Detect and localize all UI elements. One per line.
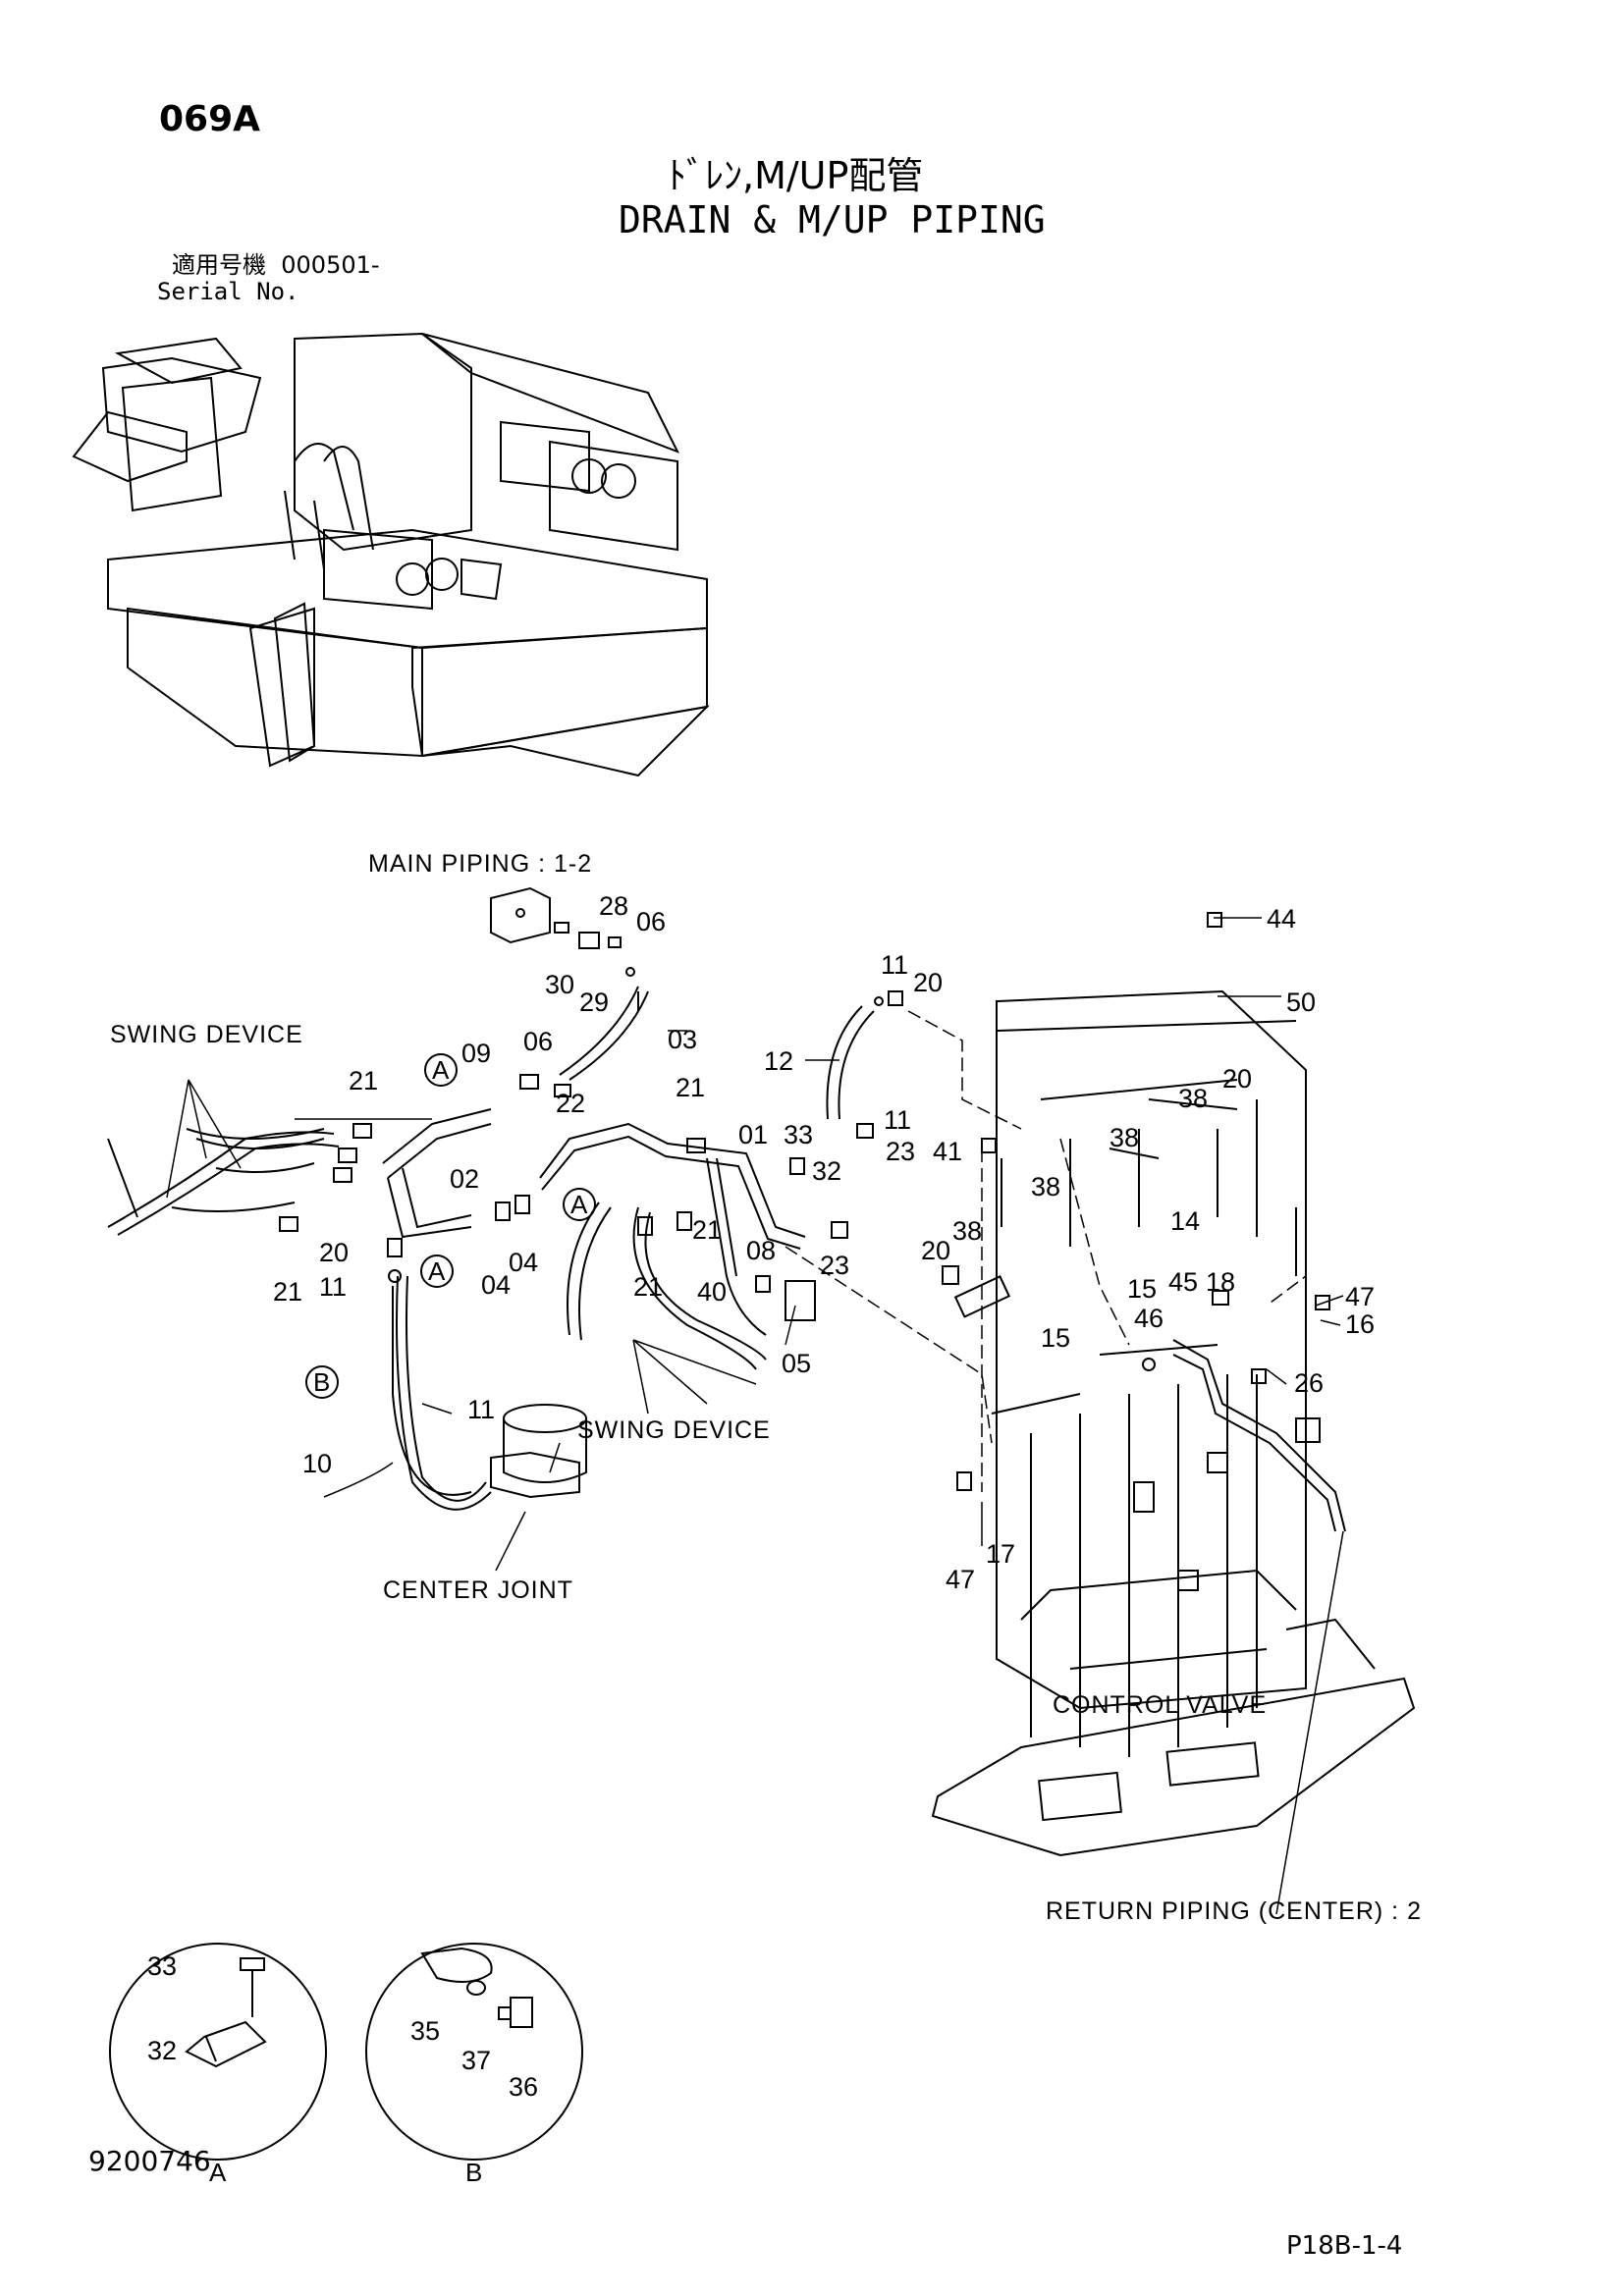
page-code: 069A bbox=[159, 99, 261, 139]
manifold-block bbox=[490, 886, 551, 944]
fittings bbox=[279, 912, 1330, 1491]
part-50: 50 bbox=[1286, 988, 1316, 1017]
part-23-bottom: 23 bbox=[820, 1251, 849, 1280]
serial-value: 000501- bbox=[281, 251, 380, 279]
part-23-top: 23 bbox=[886, 1137, 915, 1166]
part-21-d: 21 bbox=[633, 1272, 663, 1302]
part-05: 05 bbox=[782, 1349, 811, 1378]
title-english: DRAIN & M/UP PIPING bbox=[619, 198, 1046, 241]
part-21-e: 21 bbox=[273, 1277, 302, 1307]
projection-lines bbox=[785, 1010, 1307, 1492]
part-32-detail: 32 bbox=[147, 2036, 177, 2065]
part-16: 16 bbox=[1345, 1309, 1375, 1339]
hose-b-pipe bbox=[392, 1286, 472, 1496]
part-40: 40 bbox=[697, 1277, 727, 1307]
serial-label-english: Serial No. bbox=[157, 278, 299, 305]
part-11-top: 11 bbox=[881, 950, 908, 980]
part-21-b: 21 bbox=[676, 1073, 705, 1102]
part-41: 41 bbox=[933, 1137, 962, 1166]
title-japanese: ﾄﾞﾚﾝ,M/UP配管 bbox=[668, 154, 924, 197]
part-45: 45 bbox=[1168, 1267, 1198, 1297]
part-30: 30 bbox=[545, 970, 574, 999]
part-36: 36 bbox=[509, 2072, 538, 2102]
center-joint-part bbox=[490, 1404, 587, 1499]
part-35: 35 bbox=[410, 2016, 440, 2046]
part-01: 01 bbox=[738, 1120, 768, 1149]
part-33-main: 33 bbox=[784, 1120, 813, 1149]
part-38-d: 38 bbox=[952, 1216, 982, 1246]
callout-main-piping: MAIN PIPING : 1-2 bbox=[368, 850, 592, 878]
page-reference: P18B-1-4 bbox=[1286, 2231, 1403, 2261]
part-29: 29 bbox=[579, 988, 609, 1017]
serial-label-jp: 適用号機 bbox=[172, 251, 266, 279]
part-06-top: 06 bbox=[636, 907, 666, 936]
leader-lines bbox=[166, 917, 1344, 1915]
part-11-lower: 11 bbox=[319, 1272, 347, 1302]
detail-circle-b bbox=[365, 1943, 583, 2161]
detail-a-label: A bbox=[209, 2158, 227, 2187]
part-15-a: 15 bbox=[1127, 1274, 1157, 1304]
drawing-number: 9200746 bbox=[88, 2145, 211, 2177]
part-02: 02 bbox=[450, 1164, 479, 1194]
part-37: 37 bbox=[461, 2046, 491, 2075]
part-32-main: 32 bbox=[812, 1156, 841, 1186]
callout-return-piping: RETURN PIPING (CENTER) : 2 bbox=[1046, 1897, 1422, 1925]
part-33-detail: 33 bbox=[147, 1951, 177, 1981]
part-46: 46 bbox=[1134, 1304, 1164, 1333]
serial-label-japanese: 適用号機 000501- bbox=[172, 253, 380, 277]
part-12: 12 bbox=[764, 1046, 793, 1076]
marker-b: B bbox=[313, 1367, 330, 1397]
callout-swing-device-left: SWING DEVICE bbox=[110, 1021, 303, 1048]
part-38-a: 38 bbox=[1178, 1084, 1208, 1113]
part-20-right: 20 bbox=[1222, 1064, 1252, 1094]
part-11-mid: 11 bbox=[884, 1105, 911, 1135]
part-44: 44 bbox=[1267, 904, 1296, 934]
part-47-right: 47 bbox=[1345, 1282, 1375, 1311]
part-15-b: 15 bbox=[1041, 1323, 1070, 1353]
part-28: 28 bbox=[599, 891, 628, 921]
part-11-bottom: 11 bbox=[467, 1395, 495, 1424]
callout-captions: MAIN PIPING : 1-2 SWING DEVICE SWING DEV… bbox=[110, 850, 1422, 1925]
part-17: 17 bbox=[986, 1539, 1015, 1569]
part-14: 14 bbox=[1170, 1206, 1200, 1236]
part-26: 26 bbox=[1294, 1368, 1324, 1398]
part-09: 09 bbox=[461, 1039, 491, 1068]
marker-letters: A A A B A B bbox=[209, 1055, 588, 2187]
hose-assemblies bbox=[107, 986, 875, 1511]
part-06-mid: 06 bbox=[523, 1027, 553, 1056]
marker-a-center: A bbox=[570, 1190, 588, 1219]
part-04-b: 04 bbox=[481, 1270, 511, 1300]
part-47-bottom: 47 bbox=[946, 1565, 975, 1594]
detail-b-label: B bbox=[465, 2158, 482, 2187]
part-38-c: 38 bbox=[1031, 1172, 1060, 1201]
marker-circles bbox=[305, 1053, 596, 1399]
part-number-labels: 44 50 28 06 30 29 09 06 03 22 11 20 12 2… bbox=[147, 891, 1375, 2102]
part-08: 08 bbox=[746, 1236, 776, 1265]
part-18: 18 bbox=[1206, 1267, 1235, 1297]
part-21-c: 21 bbox=[692, 1215, 722, 1245]
part-22: 22 bbox=[556, 1089, 585, 1118]
part-10: 10 bbox=[302, 1449, 332, 1478]
control-valve-frame bbox=[931, 989, 1416, 1857]
machine-overview-illustration bbox=[72, 332, 710, 777]
callout-control-valve: CONTROL VALVE bbox=[1053, 1691, 1267, 1719]
callout-swing-device-center: SWING DEVICE bbox=[577, 1416, 771, 1444]
part-03: 03 bbox=[668, 1025, 697, 1054]
part-20-left: 20 bbox=[319, 1238, 349, 1267]
part-20-valve: 20 bbox=[921, 1236, 950, 1265]
marker-a-top: A bbox=[432, 1055, 450, 1085]
part-04-a: 04 bbox=[509, 1248, 538, 1277]
callout-center-joint: CENTER JOINT bbox=[383, 1576, 573, 1604]
marker-a-bottom: A bbox=[428, 1256, 446, 1286]
part-21-a: 21 bbox=[349, 1066, 378, 1095]
part-20-top: 20 bbox=[913, 968, 943, 997]
detail-circle-a bbox=[109, 1943, 327, 2161]
steel-pipes bbox=[382, 991, 1346, 1532]
part-38-b: 38 bbox=[1110, 1123, 1139, 1152]
